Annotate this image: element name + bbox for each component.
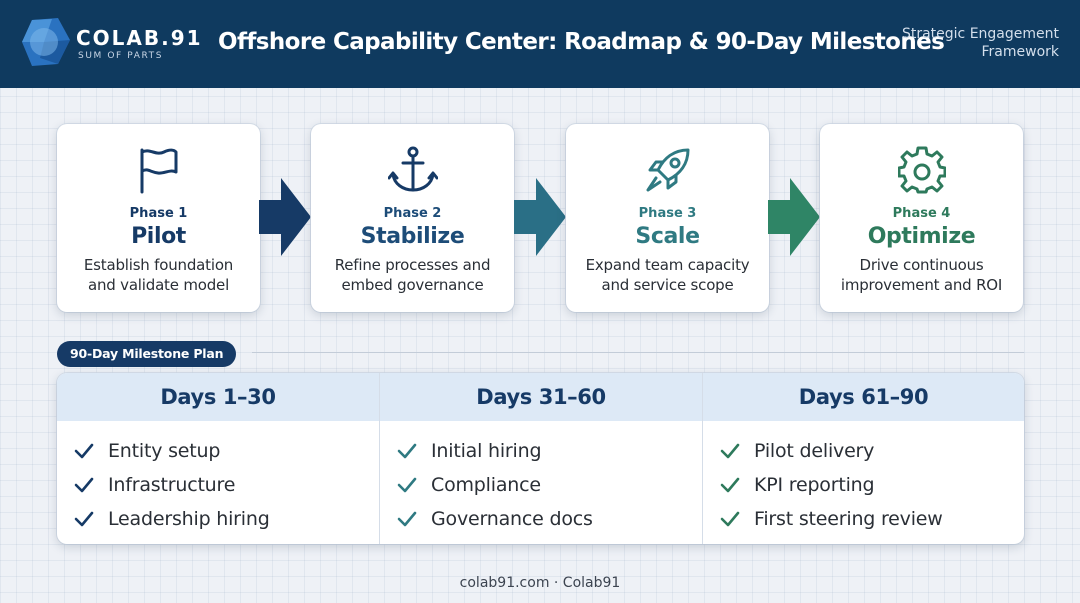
milestone-table: Days 1–30 Entity setup Infrastructure Le…: [57, 373, 1024, 544]
phase-description-line-2: and validate model: [87, 276, 230, 294]
milestone-item-text: Entity setup: [108, 440, 221, 462]
brand-name: COLAB.91: [76, 26, 203, 50]
phase-card-optimize: Phase 4 Optimize Drive continuous improv…: [820, 124, 1023, 312]
milestone-item-text: Initial hiring: [431, 440, 542, 462]
arrow-icon: [259, 178, 311, 256]
phase-card-pilot: Phase 1 Pilot Establish foundation and v…: [57, 124, 260, 312]
check-icon: [720, 477, 740, 493]
milestone-plan-label: 90-Day Milestone Plan: [57, 341, 237, 367]
phase-number: Phase 2: [383, 206, 442, 221]
list-item: Entity setup: [74, 434, 379, 468]
phase-description-line-1: Expand team capacity: [585, 256, 750, 274]
check-icon: [74, 511, 94, 527]
subtitle-line-2: Framework: [981, 44, 1060, 60]
phase-description: Refine processes and embed governance: [321, 255, 504, 295]
milestone-list: Entity setup Infrastructure Leadership h…: [57, 421, 379, 536]
milestone-item-text: Leadership hiring: [108, 508, 270, 530]
phase-description-line-1: Drive continuous: [859, 256, 984, 274]
list-item: First steering review: [720, 502, 1024, 536]
gear-icon: [897, 146, 946, 194]
phase-name: Pilot: [131, 224, 186, 249]
milestone-item-text: Governance docs: [431, 508, 593, 530]
check-icon: [397, 477, 417, 493]
list-item: Initial hiring: [397, 434, 702, 468]
phase-description: Establish foundation and validate model: [67, 255, 250, 295]
footer-text: colab91.com · Colab91: [459, 575, 621, 591]
phase-name: Scale: [635, 224, 700, 249]
subtitle-line-1: Strategic Engagement: [901, 26, 1059, 42]
check-icon: [720, 443, 740, 459]
milestone-item-text: Pilot delivery: [754, 440, 875, 462]
phase-number: Phase 4: [892, 206, 951, 221]
phase-description-line-2: and service scope: [601, 276, 734, 294]
check-icon: [720, 511, 740, 527]
list-item: Leadership hiring: [74, 502, 379, 536]
flag-icon: [140, 148, 177, 194]
phase-description: Drive continuous improvement and ROI: [830, 255, 1013, 295]
milestone-column-days-31-60: Days 31–60 Initial hiring Compliance Gov…: [379, 373, 702, 544]
milestone-list: Pilot delivery KPI reporting First steer…: [703, 421, 1024, 536]
brand: COLAB.91 SUM OF PARTS: [76, 27, 203, 61]
check-icon: [74, 443, 94, 459]
arrow-icon: [768, 178, 820, 256]
phase-description-line-1: Refine processes and: [334, 256, 491, 274]
phase-description: Expand team capacity and service scope: [576, 255, 759, 295]
phase-description-line-2: embed governance: [341, 276, 484, 294]
header-bar: COLAB.91 SUM OF PARTS Offshore Capabilit…: [0, 0, 1080, 88]
list-item: Pilot delivery: [720, 434, 1024, 468]
milestone-column-heading: Days 31–60: [380, 373, 702, 421]
phase-name: Optimize: [867, 224, 976, 249]
milestone-item-text: Compliance: [431, 474, 541, 496]
brand-tagline: SUM OF PARTS: [78, 51, 164, 61]
list-item: Governance docs: [397, 502, 702, 536]
milestone-column-heading: Days 61–90: [703, 373, 1024, 421]
page-title: Offshore Capability Center: Roadmap & 90…: [218, 29, 945, 55]
header-subtitle: Strategic Engagement Framework: [859, 25, 1059, 61]
list-item: Compliance: [397, 468, 702, 502]
phase-card-stabilize: Phase 2 Stabilize Refine processes and e…: [311, 124, 514, 312]
list-item: KPI reporting: [720, 468, 1024, 502]
milestone-item-text: KPI reporting: [754, 474, 875, 496]
milestone-column-days-1-30: Days 1–30 Entity setup Infrastructure Le…: [57, 373, 379, 544]
phase-name: Stabilize: [360, 224, 465, 249]
rocket-icon: [646, 148, 689, 192]
milestone-column-heading: Days 1–30: [57, 373, 379, 421]
anchor-icon: [387, 146, 438, 192]
check-icon: [74, 477, 94, 493]
milestone-item-text: First steering review: [754, 508, 943, 530]
milestone-item-text: Infrastructure: [108, 474, 236, 496]
phase-description-line-2: improvement and ROI: [840, 276, 1003, 294]
phase-card-scale: Phase 3 Scale Expand team capacity and s…: [566, 124, 769, 312]
divider: [252, 352, 1024, 353]
phase-number: Phase 1: [129, 206, 188, 221]
check-icon: [397, 511, 417, 527]
milestone-list: Initial hiring Compliance Governance doc…: [380, 421, 702, 536]
milestone-column-days-61-90: Days 61–90 Pilot delivery KPI reporting …: [702, 373, 1024, 544]
check-icon: [397, 443, 417, 459]
list-item: Infrastructure: [74, 468, 379, 502]
colab-logo-icon: [22, 18, 70, 66]
phase-number: Phase 3: [638, 206, 697, 221]
phase-description-line-1: Establish foundation: [83, 256, 234, 274]
arrow-icon: [514, 178, 566, 256]
